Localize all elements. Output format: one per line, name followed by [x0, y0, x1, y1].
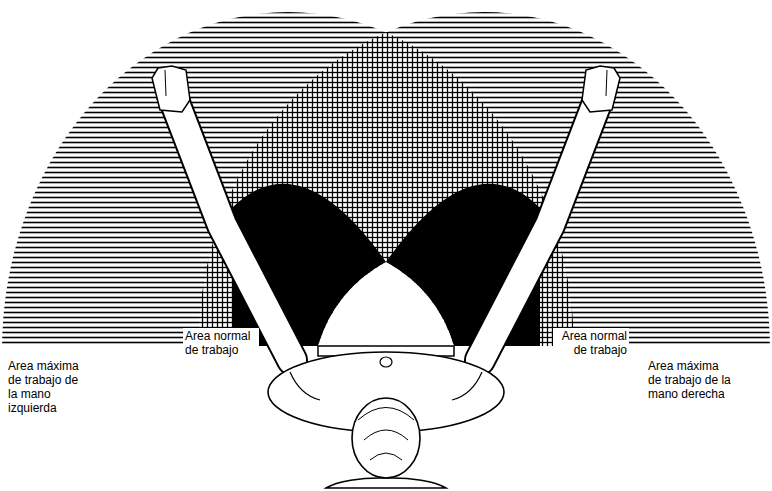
area-label: Area máxima de trabajo de la mano izquie… [6, 358, 84, 416]
area-label: Area normal de trabajo [183, 328, 259, 358]
normal-area-overlap [318, 262, 454, 346]
max-area-overlap [198, 12, 770, 350]
area-label: Area máxima de trabajo de la mano derech… [646, 358, 734, 402]
arms [152, 66, 620, 360]
area-label: Area normal de trabajo [553, 328, 629, 358]
ground [0, 346, 772, 491]
worker-figure [268, 352, 504, 488]
max-area-right [198, 12, 770, 350]
